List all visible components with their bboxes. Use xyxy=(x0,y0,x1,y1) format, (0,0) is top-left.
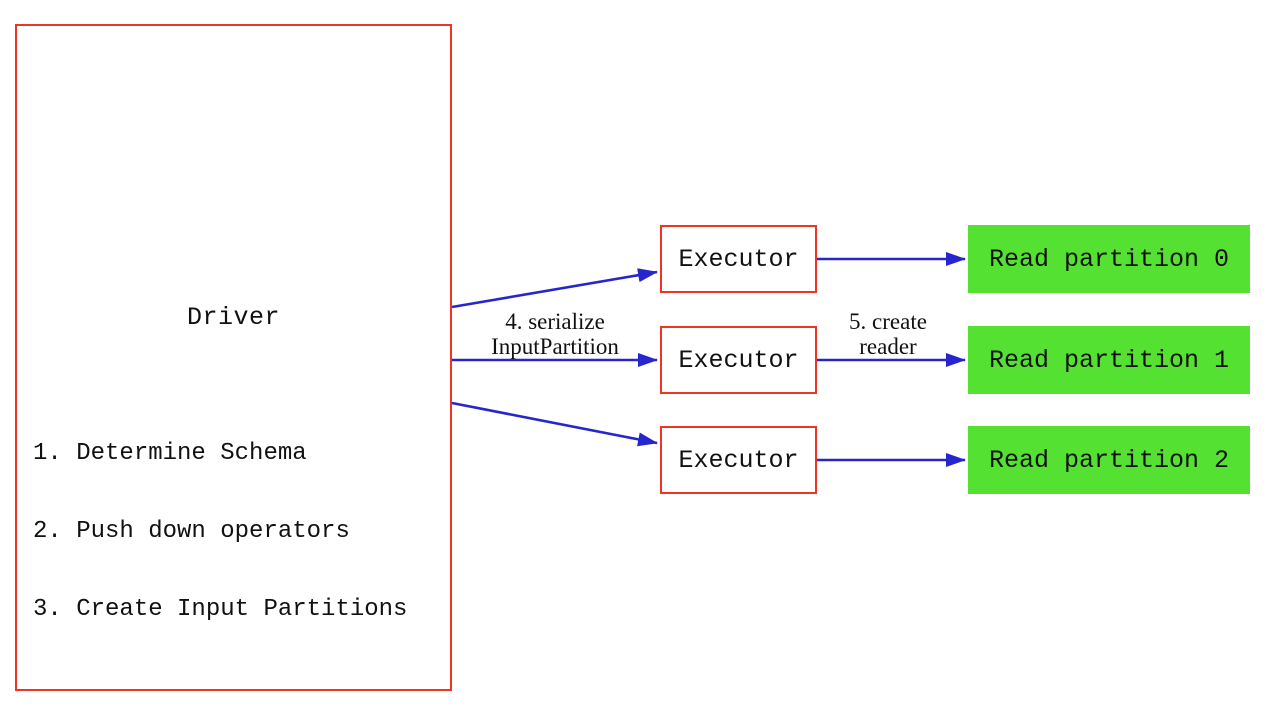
executor-label-2: Executor xyxy=(678,445,799,475)
edge-label-create-reader-line2: reader xyxy=(859,334,917,359)
partition-label-0: Read partition 0 xyxy=(988,244,1230,274)
driver-steps: 1. Determine Schema 2. Push down operato… xyxy=(33,389,407,675)
edge-label-serialize-line2: InputPartition xyxy=(491,334,619,359)
arrow-driver-to-executor-2 xyxy=(451,401,658,447)
driver-step-2: 2. Push down operators xyxy=(33,518,350,545)
driver-step-3: 3. Create Input Partitions xyxy=(33,596,408,623)
arrow-driver-to-executor-0 xyxy=(451,268,658,309)
executor-label-1: Executor xyxy=(678,345,799,375)
edge-label-create-reader: 5. create reader xyxy=(790,309,986,359)
partition-box-0: Read partition 0 xyxy=(968,225,1250,293)
executor-box-1: Executor xyxy=(660,326,817,394)
executor-label-0: Executor xyxy=(678,244,799,274)
partition-label-1: Read partition 1 xyxy=(988,345,1230,375)
edge-label-serialize-line1: 4. serialize xyxy=(505,309,605,334)
driver-title: Driver xyxy=(186,303,280,332)
edge-label-create-reader-line1: 5. create xyxy=(849,309,927,334)
edge-label-serialize: 4. serialize InputPartition xyxy=(455,309,655,359)
driver-step-1: 1. Determine Schema xyxy=(33,440,307,467)
partition-box-2: Read partition 2 xyxy=(968,426,1250,494)
driver-box: Driver 1. Determine Schema 2. Push down … xyxy=(15,24,452,691)
partition-label-2: Read partition 2 xyxy=(988,445,1230,475)
executor-box-2: Executor xyxy=(660,426,817,494)
executor-box-0: Executor xyxy=(660,225,817,293)
partition-box-1: Read partition 1 xyxy=(968,326,1250,394)
